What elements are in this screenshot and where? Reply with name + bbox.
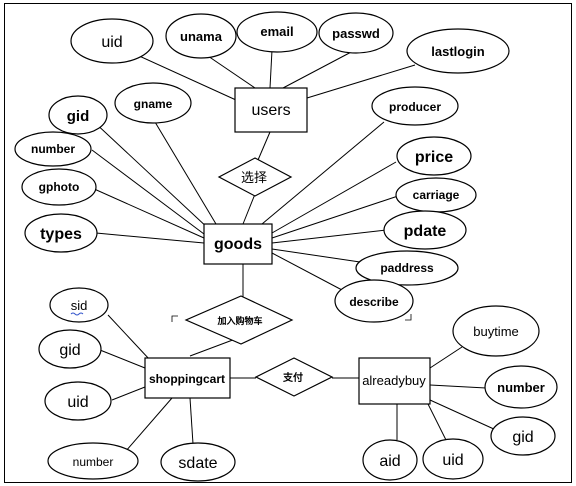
svg-text:uid: uid	[442, 452, 463, 469]
entity-alreadybuy-label: alreadybuy	[362, 373, 426, 388]
svg-text:price: price	[415, 149, 453, 166]
attr-goods-price: price	[396, 136, 472, 176]
svg-text:lastlogin: lastlogin	[431, 44, 485, 59]
relation-pay-label: 支付	[282, 371, 303, 384]
svg-text:sdate: sdate	[178, 455, 217, 472]
svg-text:sid: sid	[71, 298, 88, 313]
attr-goods-paddress: paddress	[355, 250, 459, 286]
attr-buy-aid: aid	[362, 439, 418, 481]
svg-text:types: types	[40, 226, 82, 243]
svg-text:pdate: pdate	[404, 223, 447, 240]
attr-goods-pdate: pdate	[383, 210, 467, 250]
svg-text:producer: producer	[389, 100, 441, 114]
attr-goods-carriage: carriage	[395, 177, 477, 213]
svg-text:aid: aid	[379, 453, 400, 470]
relation-addcart: 加入购物车	[184, 295, 294, 345]
attr-users-lastlogin: lastlogin	[406, 28, 510, 74]
attr-users-passwd: passwd	[318, 12, 394, 54]
entity-shoppingcart-label: shoppingcart	[149, 372, 225, 386]
svg-text:gid: gid	[512, 429, 533, 446]
diagram-border	[4, 3, 572, 483]
relation-addcart-label: 加入购物车	[216, 315, 262, 326]
attr-users-uid: uid	[70, 18, 154, 64]
attr-cart-number: number	[47, 442, 139, 480]
svg-text:number: number	[73, 455, 114, 469]
entity-users: users	[234, 87, 308, 133]
attr-buy-number: number	[484, 365, 558, 409]
attr-goods-producer: producer	[371, 86, 459, 126]
relation-select-label: 选择	[241, 170, 267, 185]
attr-buy-buytime: buytime	[452, 305, 540, 357]
attr-buy-uid: uid	[422, 438, 484, 480]
attr-cart-sdate: sdate	[160, 442, 236, 482]
svg-text:gid: gid	[59, 342, 80, 359]
relation-select: 选择	[217, 157, 293, 197]
attr-users-unama: unama	[165, 13, 237, 59]
entity-goods: goods	[203, 223, 273, 265]
attr-buy-gid: gid	[490, 416, 556, 456]
entity-alreadybuy: alreadybuy	[358, 357, 431, 405]
svg-text:uid: uid	[101, 34, 122, 51]
relation-pay: 支付	[254, 357, 334, 397]
spellcheck-underline	[70, 312, 84, 316]
svg-text:gid: gid	[67, 108, 90, 125]
attr-goods-gname: gname	[114, 82, 192, 124]
svg-text:number: number	[31, 142, 75, 156]
svg-text:number: number	[497, 380, 545, 395]
attr-users-email: email	[236, 11, 318, 53]
svg-text:gname: gname	[134, 97, 173, 111]
attr-goods-types: types	[24, 213, 98, 253]
entity-users-label: users	[251, 102, 290, 119]
svg-text:passwd: passwd	[332, 26, 380, 41]
attr-goods-describe: describe	[334, 279, 414, 323]
attr-cart-sid: sid	[49, 287, 109, 323]
attr-cart-gid: gid	[38, 329, 102, 369]
svg-text:describe: describe	[349, 295, 399, 309]
svg-text:uid: uid	[67, 394, 88, 411]
edges	[91, 49, 497, 453]
svg-text:carriage: carriage	[413, 188, 460, 202]
attr-goods-gphoto: gphoto	[21, 168, 97, 206]
corner-mark	[171, 315, 178, 322]
svg-text:paddress: paddress	[380, 261, 434, 275]
attr-cart-uid: uid	[44, 381, 112, 421]
entity-goods-label: goods	[214, 236, 262, 253]
attr-goods-gid: gid	[48, 95, 108, 135]
svg-text:buytime: buytime	[473, 324, 519, 339]
attr-goods-number: number	[14, 131, 92, 167]
svg-text:email: email	[260, 24, 293, 39]
entity-shoppingcart: shoppingcart	[144, 357, 231, 399]
svg-text:gphoto: gphoto	[39, 180, 80, 194]
corner-mark	[405, 314, 412, 321]
svg-text:unama: unama	[180, 29, 223, 44]
